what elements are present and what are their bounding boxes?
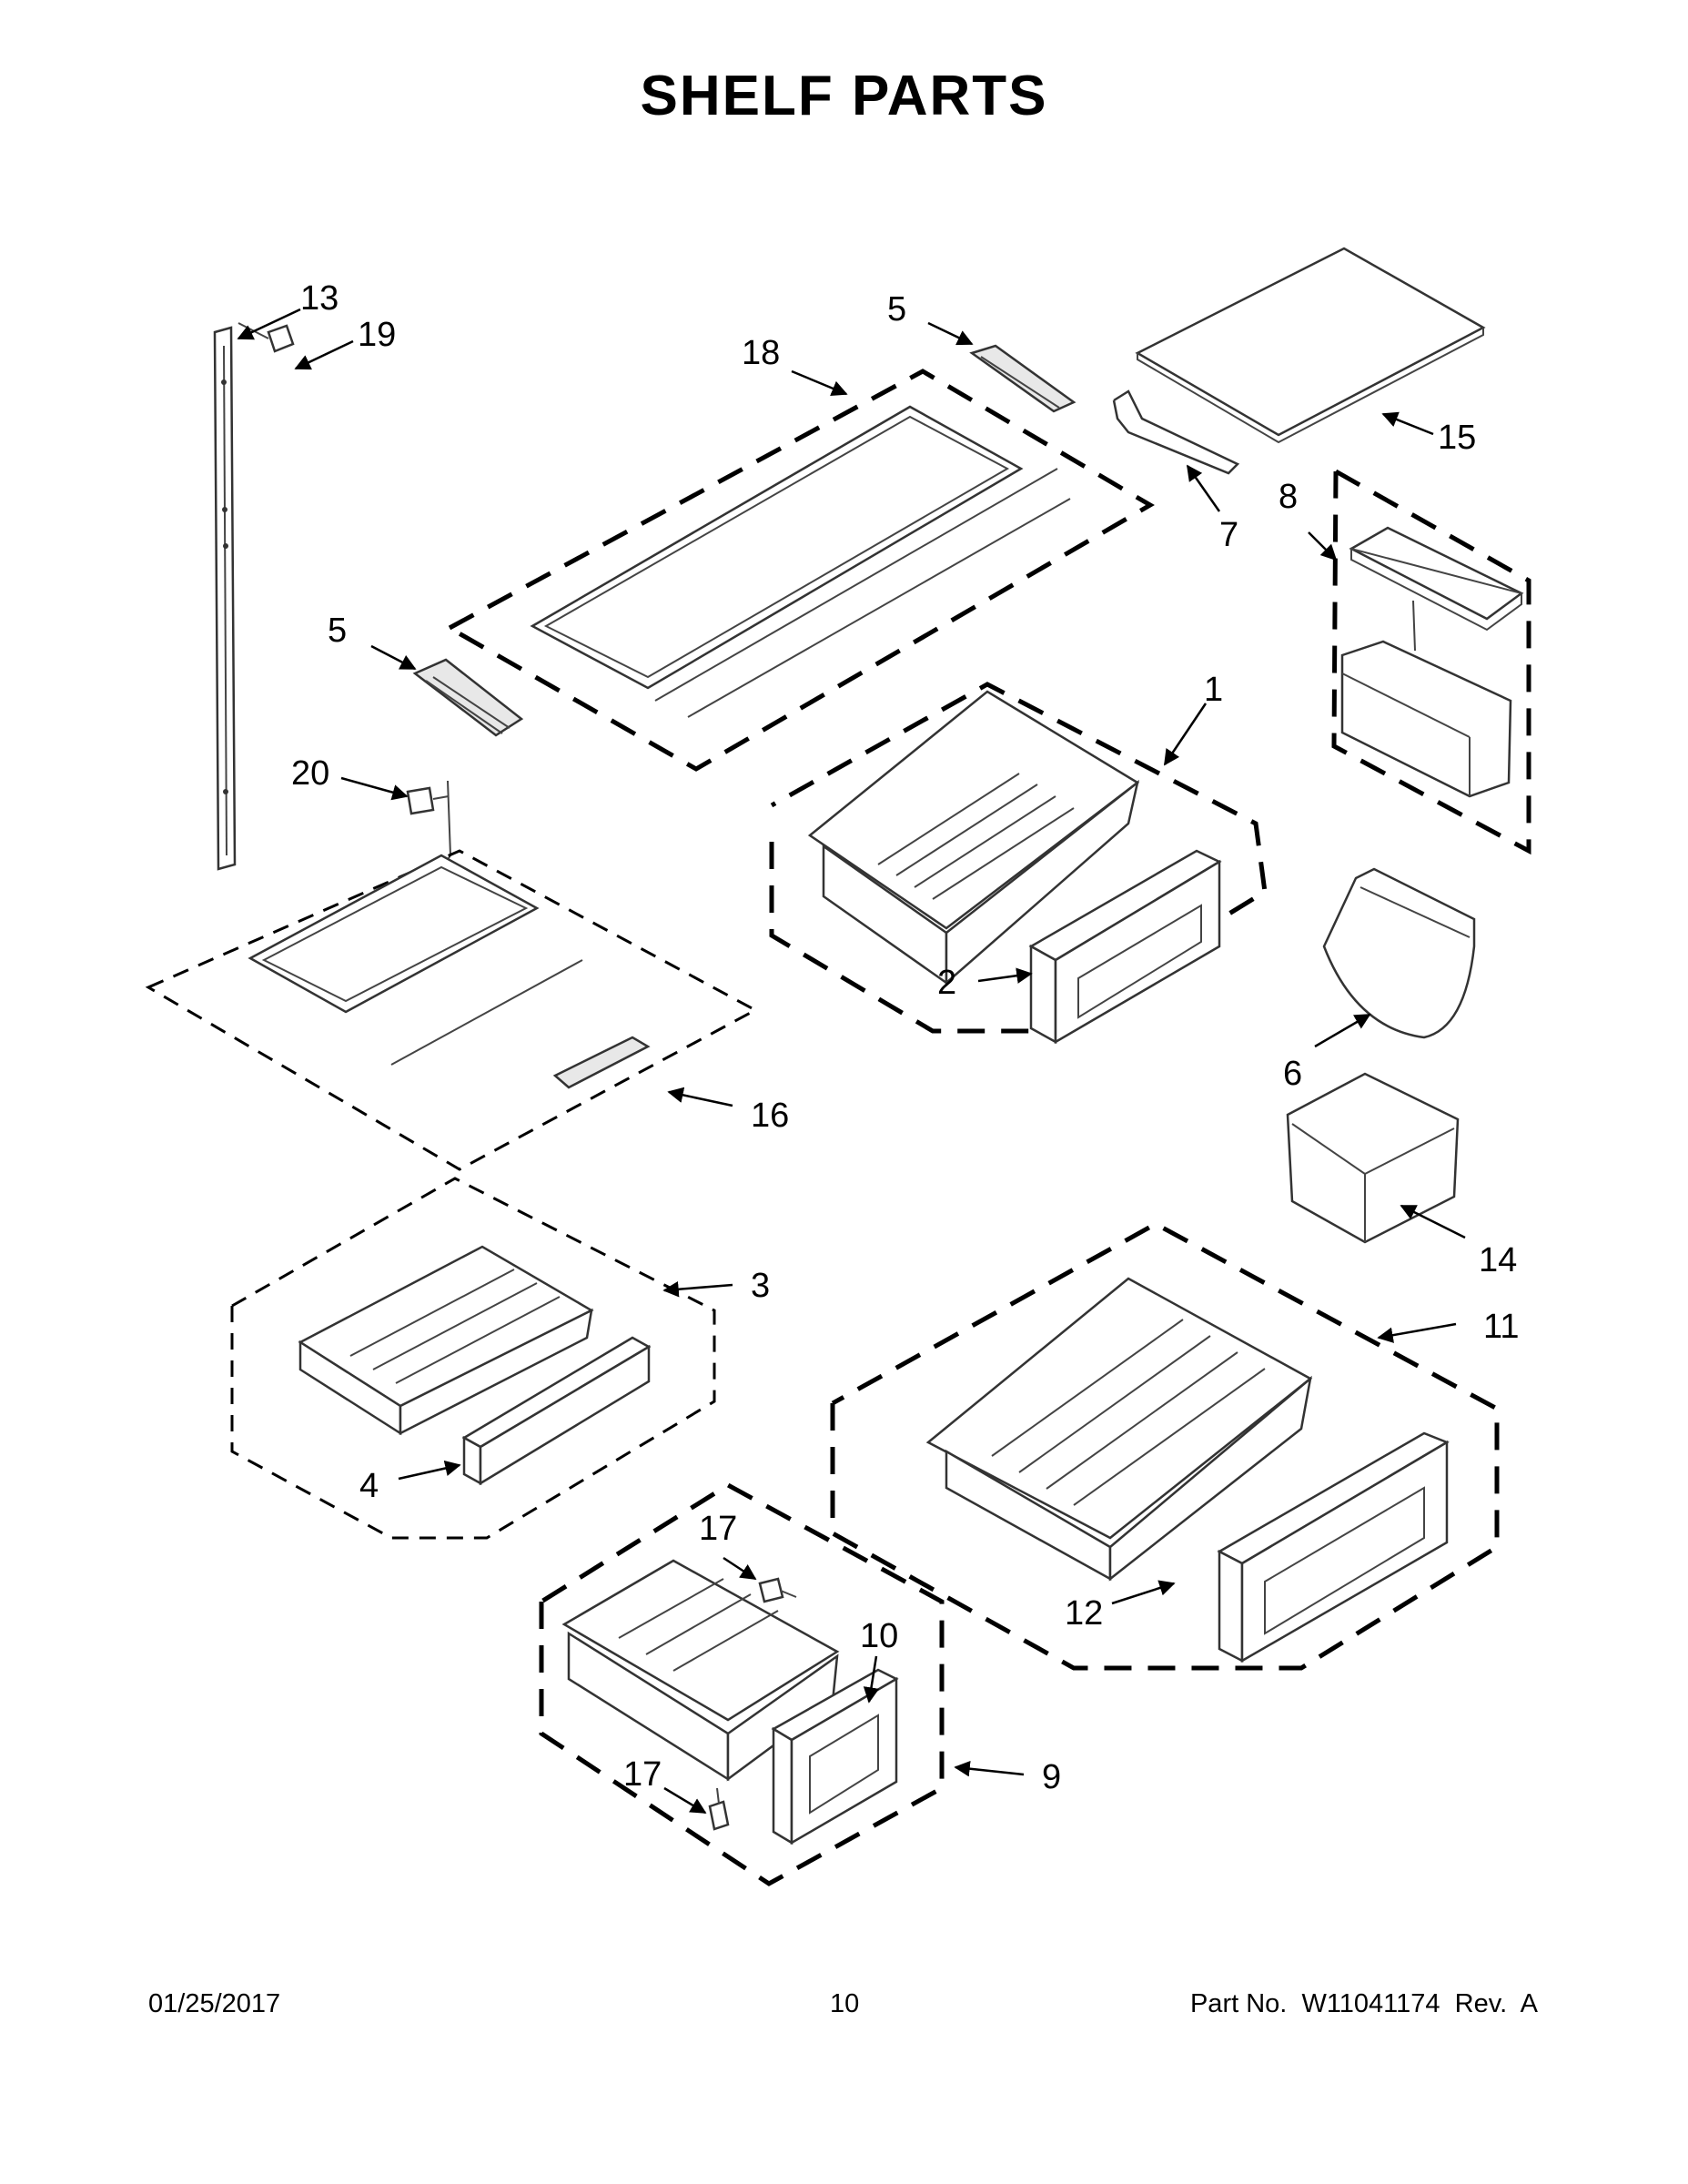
part-5-upper-bracket (969, 344, 1076, 413)
callout-5-upper: 5 (887, 290, 906, 329)
callout-16: 16 (751, 1097, 789, 1135)
callout-14: 14 (1479, 1241, 1517, 1279)
part-11-drawer-group (830, 1221, 1500, 1671)
callout-17-lower: 17 (623, 1755, 662, 1794)
callout-8: 8 (1279, 478, 1298, 516)
part-5-lower-bracket (412, 658, 524, 737)
part-12-drawer-front (1217, 1431, 1450, 1663)
part-15-shelf (1135, 247, 1486, 444)
callout-2: 2 (937, 964, 956, 1002)
part-13-rail (213, 326, 237, 871)
part-3-drawer-group (230, 1177, 716, 1540)
callout-18: 18 (742, 334, 780, 372)
callout-7: 7 (1219, 516, 1238, 554)
part-1-drawer-group (769, 682, 1268, 1034)
callout-6: 6 (1283, 1055, 1302, 1093)
callout-3: 3 (751, 1267, 770, 1305)
footer-part-number: Part No. W11041174 Rev. A (1189, 1989, 1538, 2018)
part-14-bin (1286, 1072, 1460, 1244)
callout-9: 9 (1042, 1758, 1061, 1796)
callout-1: 1 (1204, 671, 1223, 709)
page-title: SHELF PARTS (640, 65, 1048, 127)
part-8-bin-group (1331, 469, 1531, 855)
callout-13: 13 (300, 279, 339, 318)
callout-5-lower: 5 (328, 612, 347, 650)
callout-12: 12 (1065, 1594, 1103, 1633)
part-17-screw-upper (758, 1577, 797, 1603)
footer-date: 01/25/2017 (148, 1989, 281, 2018)
callout-labels: 13 19 18 5 15 7 8 5 1 20 2 6 16 14 3 11 … (291, 279, 1519, 1796)
callout-10: 10 (860, 1617, 898, 1655)
part-6-cover (1322, 867, 1476, 1039)
part-2-drawer-front (1028, 849, 1222, 1045)
part-9-drawer-group (539, 1482, 945, 1886)
callout-4: 4 (359, 1467, 379, 1505)
callout-11: 11 (1483, 1308, 1519, 1346)
part-17-screw-lower (708, 1787, 730, 1831)
callout-leaders (237, 308, 1466, 1815)
part-4-drawer-front (461, 1336, 652, 1486)
callout-15: 15 (1438, 419, 1476, 457)
part-18-shelf-group (444, 369, 1155, 772)
callout-17-upper: 17 (699, 1510, 737, 1548)
callout-19: 19 (358, 316, 396, 354)
part-7-bracket (1112, 389, 1240, 475)
part-19-screw (238, 322, 295, 353)
part-16-shelf-group (145, 849, 759, 1171)
callout-20: 20 (291, 754, 329, 793)
footer-page-number: 10 (830, 1989, 860, 2018)
